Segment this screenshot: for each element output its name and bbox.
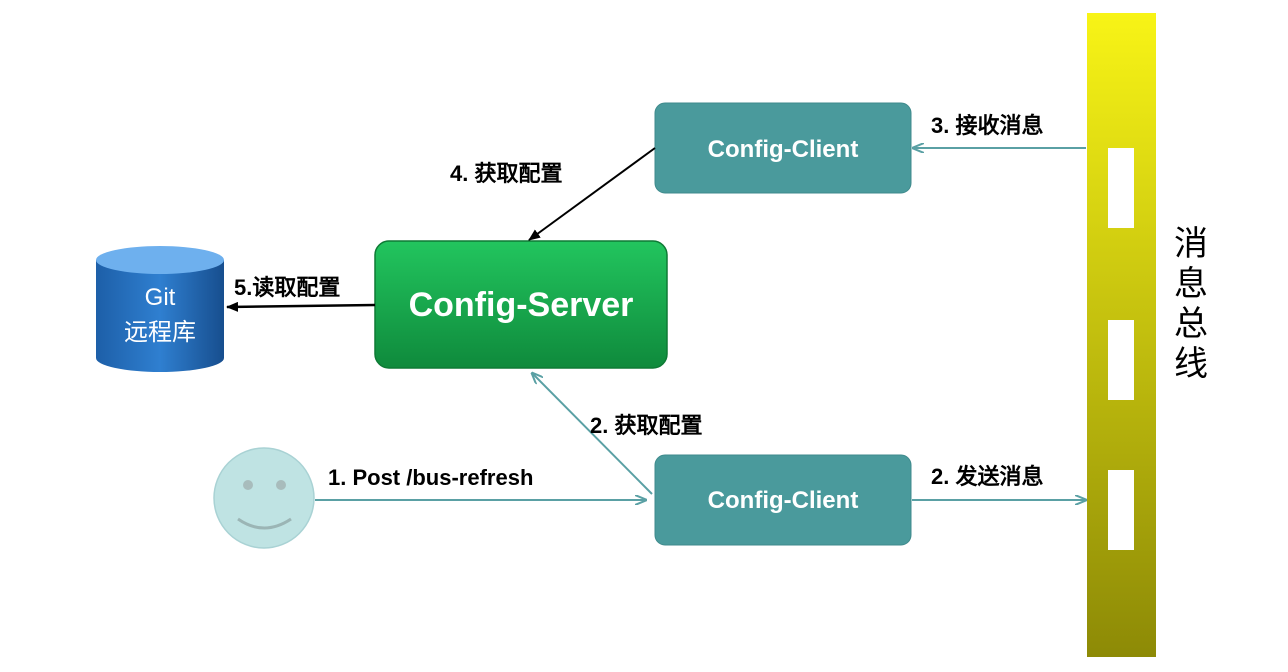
smiley-eye bbox=[243, 480, 253, 490]
smiley-face bbox=[213, 447, 315, 549]
bus-char: 总 bbox=[1174, 305, 1208, 343]
user-smiley-icon bbox=[213, 447, 315, 549]
label-step2-fetch: 2. 获取配置 bbox=[590, 413, 702, 438]
bus-char: 消 bbox=[1174, 225, 1208, 263]
git-repo: Git 远程库 bbox=[96, 246, 224, 372]
bus-char: 息 bbox=[1174, 265, 1208, 303]
label-step1: 1. Post /bus-refresh bbox=[328, 465, 533, 490]
config-client-top-label: Config-Client bbox=[708, 136, 859, 163]
label-step5: 5.读取配置 bbox=[234, 275, 340, 300]
git-sublabel: 远程库 bbox=[124, 319, 196, 346]
bus-slot bbox=[1108, 470, 1134, 550]
config-client-bottom-node: Config-Client bbox=[654, 454, 912, 546]
bus-slot bbox=[1108, 148, 1134, 228]
edge-step4 bbox=[528, 147, 656, 241]
config-client-top-node: Config-Client bbox=[654, 102, 912, 194]
message-bus bbox=[1087, 13, 1156, 657]
git-cylinder-body bbox=[96, 260, 224, 372]
smiley-mouth bbox=[237, 517, 292, 530]
label-step4: 4. 获取配置 bbox=[450, 161, 562, 186]
git-label: Git bbox=[145, 284, 176, 311]
label-step2-send: 2. 发送消息 bbox=[931, 464, 1043, 489]
config-client-bottom-box bbox=[654, 454, 912, 546]
smiley-eye bbox=[276, 480, 286, 490]
git-cylinder-top bbox=[96, 246, 224, 274]
config-server-node: Config-Server bbox=[374, 240, 668, 369]
config-server-box bbox=[374, 240, 668, 369]
bus-char: 线 bbox=[1174, 345, 1208, 383]
config-server-label: Config-Server bbox=[409, 286, 634, 324]
bus-slot bbox=[1108, 320, 1134, 400]
label-step3: 3. 接收消息 bbox=[931, 113, 1043, 138]
message-bus-label: 消 息 总 线 bbox=[1174, 225, 1208, 383]
edge-step5 bbox=[226, 301, 376, 312]
edge-step2-fetch bbox=[532, 373, 653, 495]
config-client-bottom-label: Config-Client bbox=[708, 487, 859, 514]
